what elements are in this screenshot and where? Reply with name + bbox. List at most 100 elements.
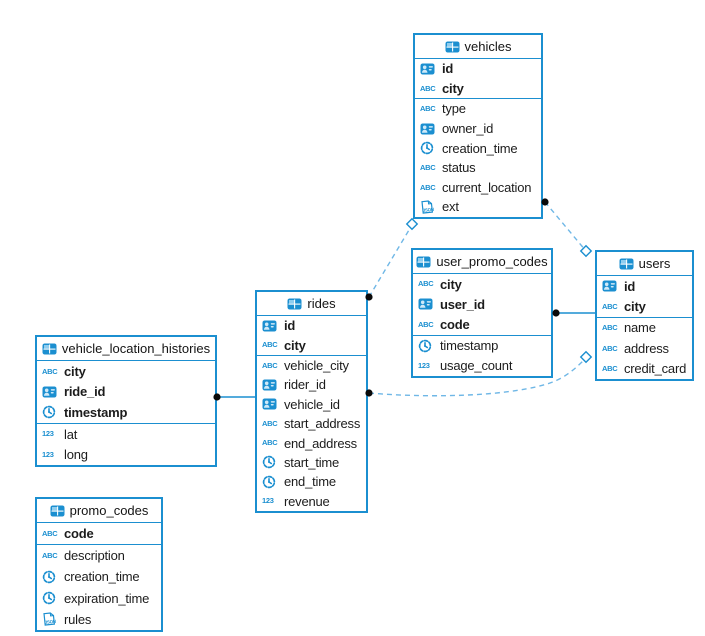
id-badge-icon — [420, 123, 437, 135]
table-header[interactable]: users — [597, 252, 692, 275]
column-row-owner_id: owner_id — [415, 119, 541, 139]
relationship-rides-to-vehicles — [365, 217, 419, 301]
column-name: creation_time — [64, 569, 140, 585]
number-type-icon: 123 — [42, 449, 54, 459]
column-name: timestamp — [64, 404, 128, 420]
column-name: end_address — [284, 435, 357, 451]
primary-key-section: id ABC city — [415, 58, 541, 100]
column-row-city: ABC city — [37, 361, 215, 382]
diamond-end-marker — [579, 244, 593, 258]
column-name: end_time — [284, 474, 336, 490]
column-name: revenue — [284, 493, 330, 509]
column-name: expiration_time — [64, 590, 150, 606]
column-row-address: ABC address — [597, 338, 692, 358]
column-name: rules — [64, 611, 92, 627]
column-row-status: ABC status — [415, 158, 541, 178]
id-badge-icon — [262, 379, 279, 391]
column-name: description — [64, 548, 125, 564]
text-type-icon: ABC — [602, 323, 618, 333]
text-type-icon: ABC — [262, 438, 278, 448]
table-icon — [42, 343, 57, 355]
text-type-icon: ABC — [262, 418, 278, 428]
column-name: long — [64, 447, 88, 463]
id-badge-icon — [418, 298, 435, 310]
table-vehicle_location_histories[interactable]: vehicle_location_histories ABC city ride… — [35, 335, 217, 467]
column-row-rider_id: rider_id — [257, 375, 366, 394]
column-name: start_time — [284, 454, 340, 470]
timestamp-icon — [262, 455, 279, 469]
table-header[interactable]: vehicle_location_histories — [37, 337, 215, 360]
column-name: code — [64, 526, 94, 542]
column-name: status — [442, 160, 476, 176]
timestamp-icon — [42, 591, 59, 605]
column-name: user_id — [440, 296, 485, 312]
column-row-lat: 123 lat — [37, 424, 215, 445]
text-type-icon: ABC — [420, 163, 436, 173]
column-name: address — [624, 340, 669, 356]
column-name: creation_time — [442, 140, 518, 156]
table-header[interactable]: rides — [257, 292, 366, 315]
timestamp-icon — [262, 475, 279, 489]
column-row-id: id — [415, 59, 541, 79]
table-name: vehicle_location_histories — [61, 341, 211, 356]
id-badge-icon — [262, 398, 279, 410]
id-badge-icon — [42, 386, 59, 398]
column-row-expiration_time: expiration_time — [37, 588, 161, 609]
column-row-start_time: start_time — [257, 453, 366, 472]
column-name: city — [284, 337, 306, 353]
column-name: timestamp — [440, 338, 499, 354]
diamond-end-marker — [405, 217, 419, 231]
column-row-timestamp: timestamp — [37, 402, 215, 423]
table-header[interactable]: user_promo_codes — [413, 250, 551, 273]
column-name: code — [440, 316, 470, 332]
table-header[interactable]: promo_codes — [37, 499, 161, 522]
table-name: user_promo_codes — [436, 254, 548, 269]
table-promo_codes[interactable]: promo_codes ABC code ABC description cre… — [35, 497, 163, 632]
column-row-ride_id: ride_id — [37, 382, 215, 403]
table-rides[interactable]: rides id ABC city ABC vehicle_city — [255, 290, 368, 513]
table-name: rides — [307, 296, 336, 311]
column-name: city — [440, 276, 462, 292]
column-row-id: id — [257, 316, 366, 335]
column-name: type — [442, 101, 466, 117]
column-row-rules: JSON rules — [37, 609, 161, 630]
column-name: owner_id — [442, 121, 494, 137]
text-type-icon: ABC — [262, 360, 278, 370]
dot-end-marker — [552, 309, 560, 317]
column-name: lat — [64, 426, 78, 442]
text-type-icon: ABC — [602, 343, 618, 353]
id-badge-icon — [420, 63, 437, 75]
column-row-type: ABC type — [415, 99, 541, 119]
columns-section: timestamp 123 usage_count — [413, 336, 551, 376]
table-icon — [619, 258, 634, 270]
timestamp-icon — [420, 141, 437, 155]
text-type-icon: ABC — [420, 104, 436, 114]
column-name: usage_count — [440, 358, 513, 374]
column-row-name: ABC name — [597, 318, 692, 338]
column-name: name — [624, 320, 656, 336]
relationship-vehicle_location_histories-to-rides — [213, 393, 256, 401]
svg-text:JSON: JSON — [44, 619, 56, 625]
text-type-icon: ABC — [42, 528, 58, 538]
timestamp-icon — [418, 339, 435, 353]
column-row-vehicle_city: ABC vehicle_city — [257, 356, 366, 375]
diamond-end-marker — [579, 350, 593, 364]
table-name: users — [638, 256, 671, 271]
column-row-vehicle_id: vehicle_id — [257, 395, 366, 414]
column-row-end_address: ABC end_address — [257, 433, 366, 452]
columns-section: ABC vehicle_city rider_id vehicle_id ABC… — [257, 356, 366, 511]
column-row-end_time: end_time — [257, 472, 366, 491]
table-user_promo_codes[interactable]: user_promo_codes ABC city user_id ABC co… — [411, 248, 553, 378]
table-users[interactable]: users id ABC city ABC name ABC address A… — [595, 250, 694, 381]
column-row-city: ABC city — [415, 79, 541, 99]
table-icon — [287, 298, 302, 310]
table-vehicles[interactable]: vehicles id ABC city ABC type — [413, 33, 543, 219]
text-type-icon: ABC — [602, 301, 618, 311]
column-row-code: ABC code — [413, 314, 551, 334]
column-row-id: id — [597, 276, 692, 296]
svg-text:JSON: JSON — [422, 207, 434, 213]
table-header[interactable]: vehicles — [415, 35, 541, 58]
column-name: vehicle_city — [284, 357, 349, 373]
text-type-icon: ABC — [418, 319, 434, 329]
